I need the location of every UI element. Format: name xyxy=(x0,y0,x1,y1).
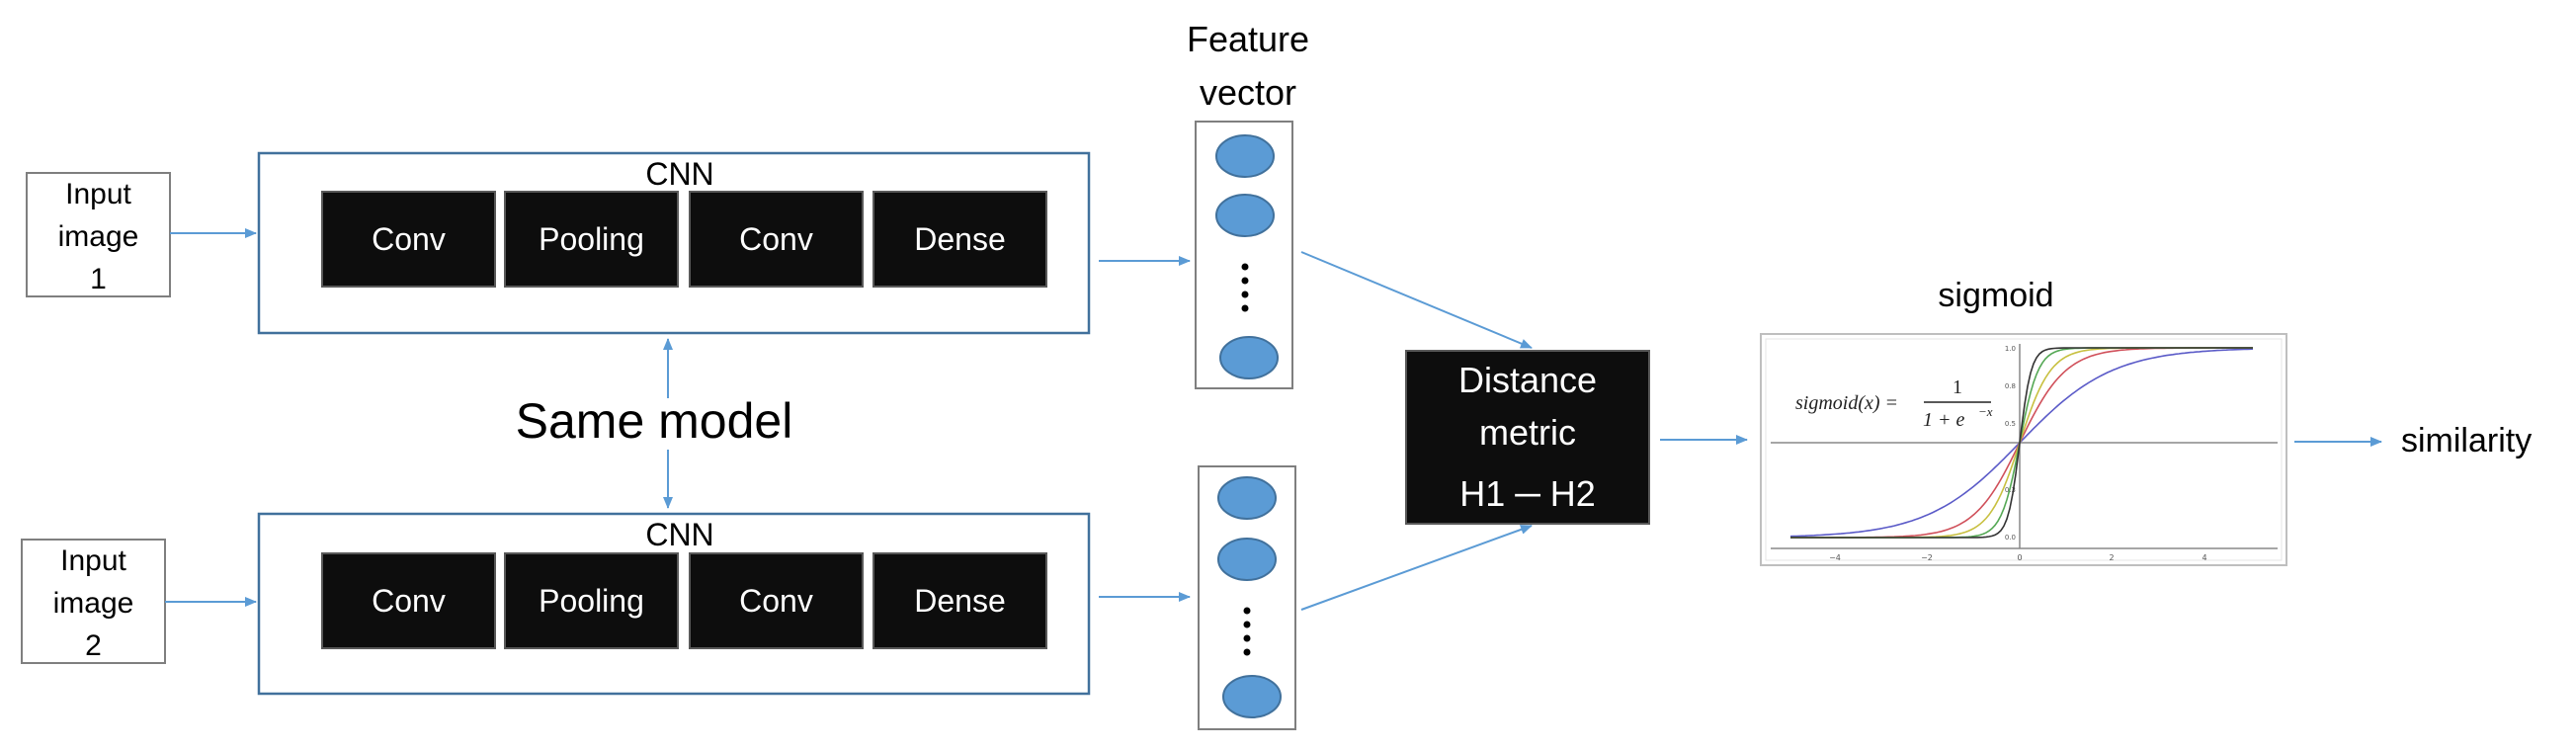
sigmoid-formula-lhs: sigmoid(x) = xyxy=(1795,392,1898,414)
cnn-1-layer-conv-2: Conv xyxy=(689,191,864,288)
distance-metric-box: Distance metric H1 ─ H2 xyxy=(1405,350,1650,525)
sigmoid-y-tick: 1.0 xyxy=(2005,345,2016,353)
feature-node xyxy=(1217,476,1277,520)
cnn-2-box: CNN Conv Pooling Conv Dense xyxy=(257,512,1091,696)
feature-node xyxy=(1215,194,1275,237)
cnn-2-layer-conv-1-label: Conv xyxy=(372,583,446,619)
distance-metric-line-3: H1 ─ H2 xyxy=(1459,473,1596,514)
distance-metric-line-2: metric xyxy=(1479,412,1576,453)
sigmoid-curve xyxy=(1790,347,2253,539)
cnn-1-layer-conv-2-label: Conv xyxy=(739,221,813,257)
sigmoid-formula-exponent: −x xyxy=(1978,404,1993,419)
feature-vector-1 xyxy=(1195,121,1293,389)
sigmoid-x-tick: −2 xyxy=(1921,553,1933,562)
same-model-label: Same model xyxy=(516,393,793,449)
cnn-1-title: CNN xyxy=(645,156,713,192)
cnn-2-layer-pooling-label: Pooling xyxy=(539,583,644,619)
ellipsis-dot xyxy=(1243,634,1251,642)
arrow-features2-to-distance xyxy=(1300,525,1533,611)
cnn-2-layer-conv-2: Conv xyxy=(689,552,864,649)
input-image-1-box: Input image 1 xyxy=(26,172,171,297)
sigmoid-title: sigmoid xyxy=(1938,277,2053,314)
sigmoid-x-tick: 0 xyxy=(2017,553,2022,562)
cnn-2-layer-pooling: Pooling xyxy=(504,552,679,649)
cnn-2-layer-conv-2-label: Conv xyxy=(739,583,813,619)
ellipsis-dot xyxy=(1243,607,1251,615)
sigmoid-x-tick: −4 xyxy=(1829,553,1841,562)
sigmoid-curves xyxy=(1789,347,2254,539)
sigmoid-formula-numerator: 1 xyxy=(1953,376,1962,398)
feature-vector-label-line-2: vector xyxy=(1200,72,1296,113)
sigmoid-plot: −4 −2 0 2 4 1.0 0.8 0.5 0.3 0.0 sigmoid(… xyxy=(1760,333,2287,566)
similarity-label: similarity xyxy=(2401,422,2532,459)
cnn-1-layer-pooling: Pooling xyxy=(504,191,679,288)
sigmoid-curve xyxy=(1789,348,2254,538)
ellipsis-dot xyxy=(1243,648,1251,656)
sigmoid-y-tick: 0.8 xyxy=(2005,382,2016,390)
input-image-2-box: Input image 2 xyxy=(21,539,166,664)
input-image-1-line-1: Input xyxy=(65,178,131,210)
sigmoid-formula-denominator: 1 + e xyxy=(1923,409,1964,431)
ellipsis-dot xyxy=(1241,263,1249,271)
cnn-1-layer-conv-1-label: Conv xyxy=(372,221,446,257)
sigmoid-y-tick: 0.5 xyxy=(2005,420,2016,428)
feature-node xyxy=(1215,134,1275,178)
cnn-2-layer-dense: Dense xyxy=(873,552,1047,649)
sigmoid-x-tick: 4 xyxy=(2202,553,2206,562)
input-image-1-line-3: 1 xyxy=(90,263,107,295)
distance-metric-line-1: Distance xyxy=(1458,360,1597,400)
input-image-2-line-3: 2 xyxy=(85,629,102,662)
feature-node xyxy=(1222,675,1282,718)
feature-node xyxy=(1217,538,1277,581)
arrow-features1-to-distance xyxy=(1300,251,1533,349)
cnn-1-layer-dense: Dense xyxy=(873,191,1047,288)
feature-vector-2 xyxy=(1198,465,1296,730)
ellipsis-dot xyxy=(1243,621,1251,628)
cnn-1-layer-pooling-label: Pooling xyxy=(539,221,644,257)
feature-vector-label-line-1: Feature xyxy=(1187,19,1309,59)
sigmoid-x-tick: 2 xyxy=(2109,553,2114,562)
cnn-2-layer-dense-label: Dense xyxy=(914,583,1006,619)
ellipsis-dot xyxy=(1241,291,1249,298)
cnn-1-layer-dense-label: Dense xyxy=(914,221,1006,257)
input-image-1-line-2: image xyxy=(58,220,139,253)
cnn-2-title: CNN xyxy=(645,517,713,552)
sigmoid-y-tick: 0.0 xyxy=(2005,534,2016,542)
cnn-2-layer-conv-1: Conv xyxy=(321,552,496,649)
input-image-2-line-2: image xyxy=(53,587,134,620)
cnn-1-box: CNN Conv Pooling Conv Dense xyxy=(257,151,1091,335)
ellipsis-dot xyxy=(1241,277,1249,285)
input-image-2-line-1: Input xyxy=(60,544,126,577)
feature-node xyxy=(1219,336,1279,379)
ellipsis-dot xyxy=(1241,304,1249,312)
cnn-1-layer-conv-1: Conv xyxy=(321,191,496,288)
